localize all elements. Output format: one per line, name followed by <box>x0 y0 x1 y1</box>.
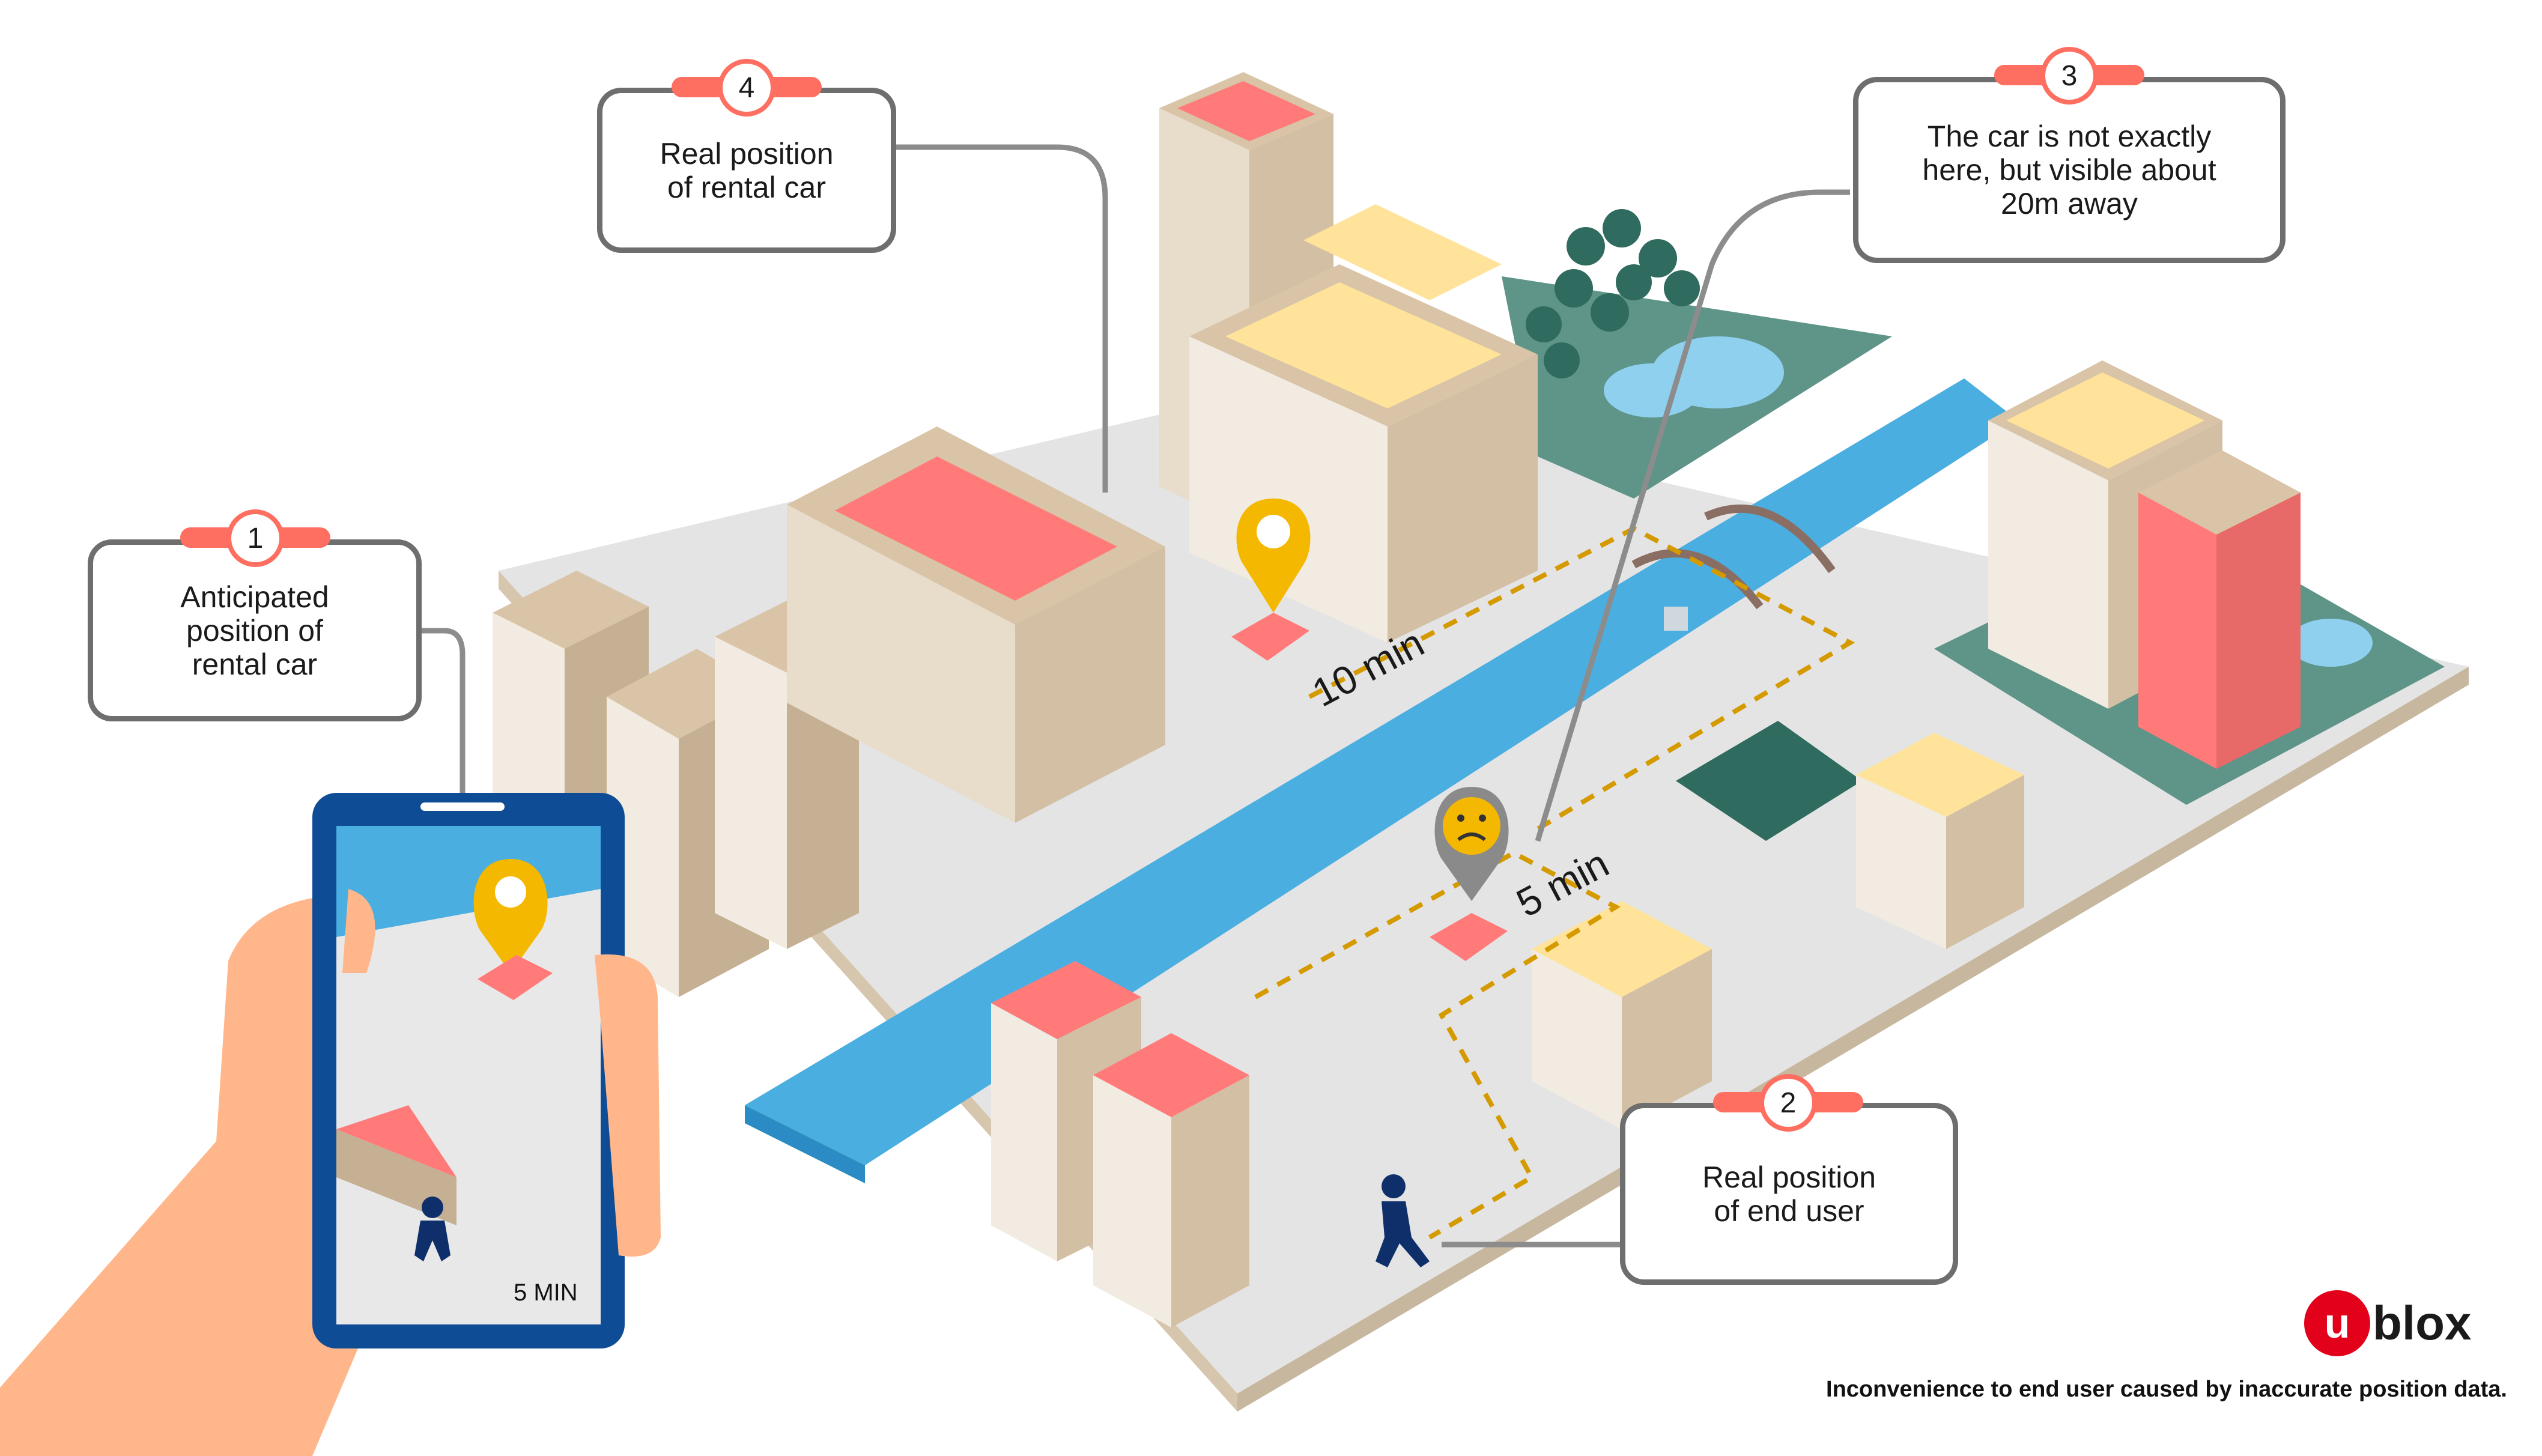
caption: Inconvenience to end user caused by inac… <box>1826 1377 2507 1402</box>
connector-4 <box>889 144 1108 493</box>
callout-anticipated-position: Anticipated position of rental car <box>88 539 422 721</box>
connector-3 <box>1535 189 1850 842</box>
callout-real-position-user: Real position of end user <box>1620 1103 1958 1285</box>
walking-person-icon <box>1376 1174 1430 1267</box>
callout-4-text: Real position of rental car <box>660 136 834 204</box>
connector-1 <box>420 628 466 799</box>
route-five-min <box>1254 850 1621 1240</box>
callout-car-visible-away: The car is not exactly here, but visible… <box>1853 77 2286 263</box>
building-bottom-red-2 <box>1093 1033 1249 1327</box>
callout-2-text: Real position of end user <box>1702 1160 1876 1228</box>
logo-mark: u <box>2304 1290 2370 1356</box>
callout-1-badge: 1 <box>226 509 284 567</box>
car-icon-lower <box>1430 913 1508 961</box>
phone <box>312 793 625 1348</box>
sad-face-icon <box>1434 787 1509 901</box>
route-ten-min <box>1308 526 1855 831</box>
callout-3-badge: 3 <box>2040 47 2098 105</box>
building-yellow-roof <box>1189 204 1538 643</box>
building-bottom-yellow <box>1532 901 1712 1129</box>
building-right-red <box>2138 450 2301 769</box>
callout-4-badge: 4 <box>718 59 775 117</box>
phone-time-label: 5 MIN <box>514 1279 578 1306</box>
callout-2-badge: 2 <box>1759 1074 1817 1132</box>
location-pin-icon <box>1236 499 1311 613</box>
logo-text: blox <box>2373 1296 2472 1350</box>
ublox-logo: u blox <box>2304 1290 2471 1356</box>
building-wide-red-roof <box>787 426 1165 823</box>
thumb <box>595 954 661 1257</box>
callout-1-text: Anticipated position of rental car <box>180 580 329 681</box>
callout-3-text: The car is not exactly here, but visible… <box>1922 120 2216 220</box>
car-icon <box>1231 613 1309 661</box>
building-right-small <box>1856 733 2024 949</box>
